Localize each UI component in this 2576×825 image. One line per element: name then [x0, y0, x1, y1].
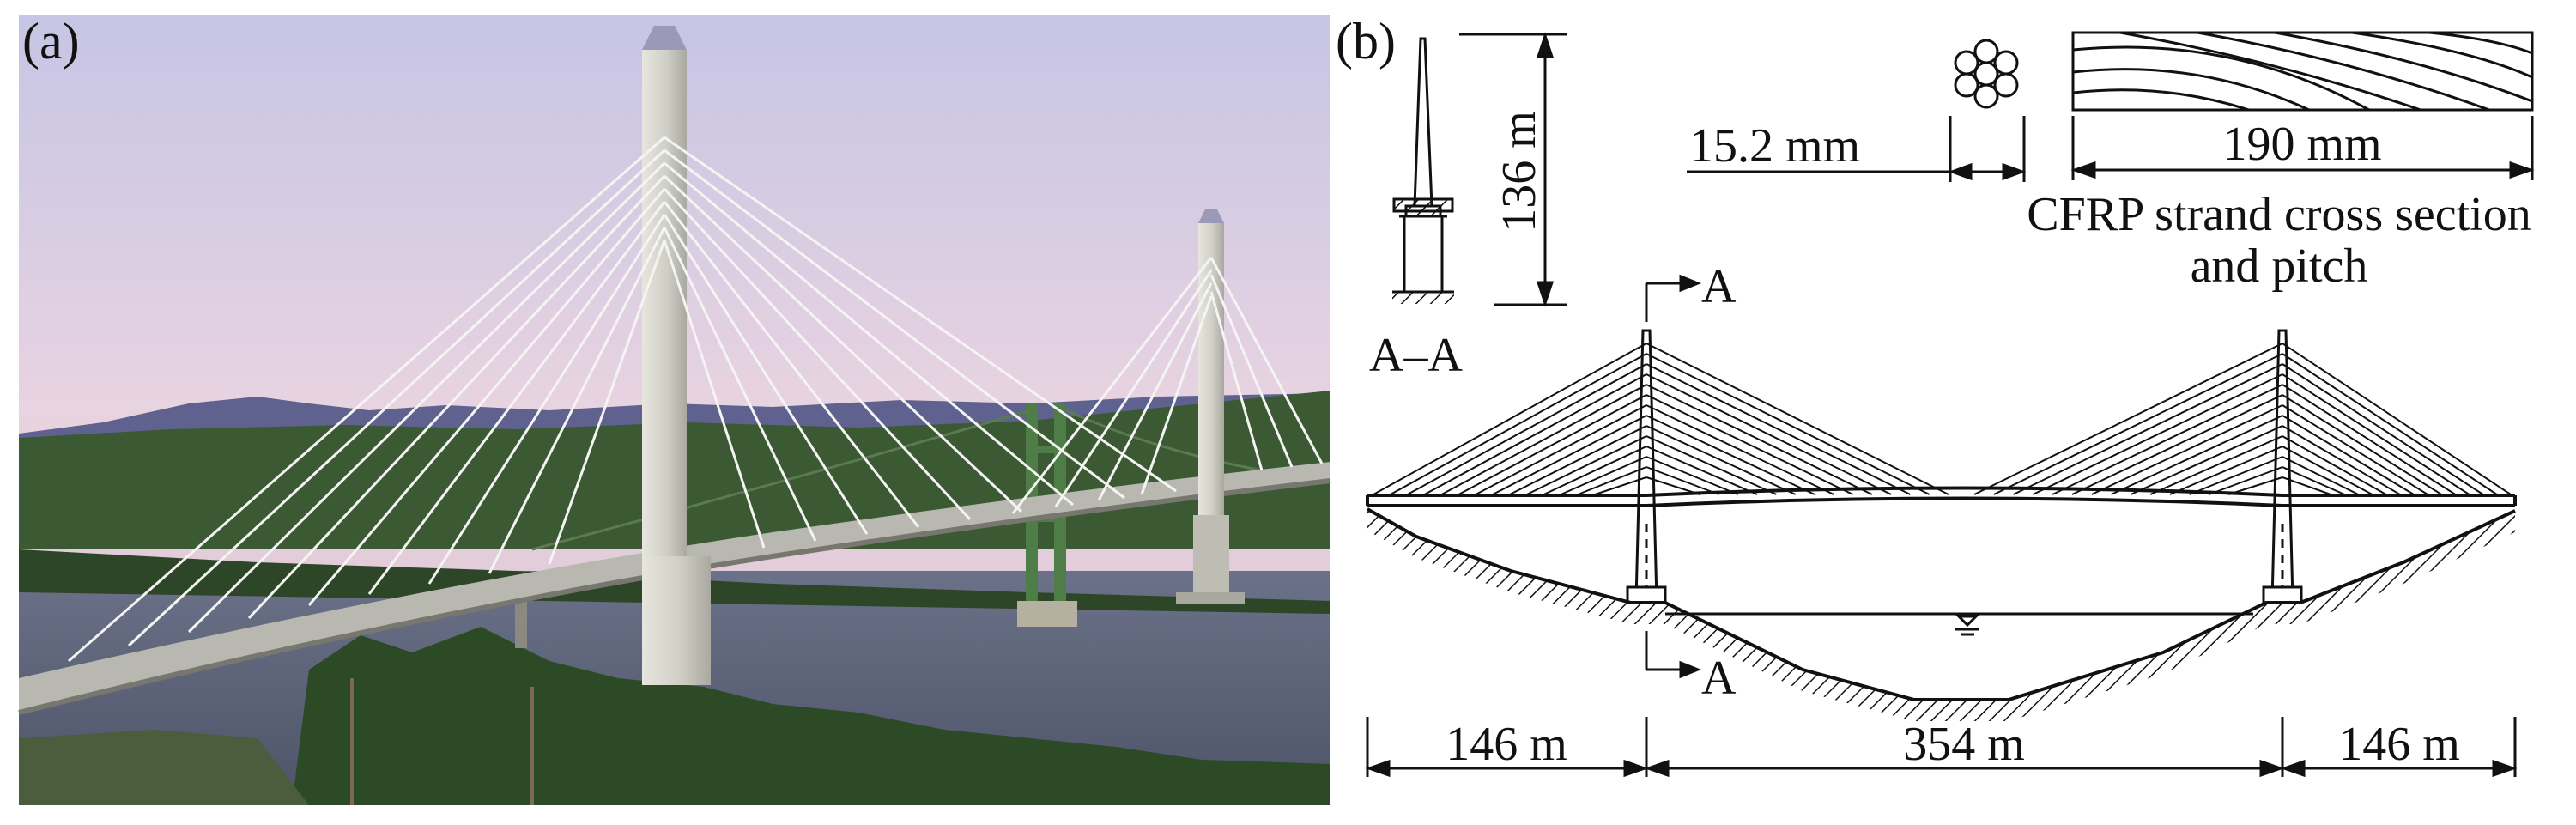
stay-cable-left — [1509, 425, 1647, 495]
stay-cable-right — [2282, 363, 2484, 495]
strand-cross-section — [1954, 39, 2019, 109]
stay-cable-left — [2189, 456, 2283, 495]
stay-cable-right — [2282, 456, 2359, 495]
photo-second-tower — [1176, 209, 1245, 604]
stay-cable-left — [2130, 425, 2283, 495]
stay-cable-right — [1646, 404, 1834, 495]
panel-a-photo — [18, 15, 1331, 805]
section-mark-bottom-label: A — [1701, 652, 1737, 705]
section-label: A–A — [1369, 329, 1463, 382]
stay-cable-right — [2282, 425, 2401, 495]
stay-cable-right — [2282, 476, 2331, 495]
stay-cable-left — [1424, 373, 1647, 495]
stay-cable-right — [2282, 446, 2373, 495]
stay-cable-left — [1492, 415, 1647, 495]
stay-cable-right — [2282, 415, 2415, 495]
stay-cable-right — [1646, 363, 1911, 495]
stay-cable-right — [2282, 353, 2498, 495]
stay-cable-right — [2282, 373, 2470, 495]
stay-cable-left — [2149, 435, 2283, 495]
stay-cable-left — [2071, 394, 2283, 495]
stay-cable-left — [1475, 404, 1647, 495]
stay-cable-left — [1594, 476, 1647, 495]
strand-caption-line2: and pitch — [2191, 240, 2368, 293]
stay-cable-left — [1526, 435, 1647, 495]
span-main-label: 354 m — [1903, 718, 2025, 771]
tower-height-dimension — [1459, 32, 1567, 307]
panel-b-label: (b) — [1336, 13, 1396, 70]
span-left-label: 146 m — [1446, 718, 1567, 771]
stay-cable-left — [1440, 384, 1647, 495]
stay-cable-right — [2282, 404, 2428, 495]
photo-road-bank — [19, 730, 309, 805]
stay-cable-left — [2091, 404, 2283, 495]
stay-cable-left — [1973, 343, 2283, 495]
stay-cable-left — [2209, 466, 2283, 495]
stay-cable-right — [1646, 343, 1949, 495]
stay-cable-right — [2282, 435, 2387, 495]
photo-foreground-forest — [292, 627, 1330, 805]
strand-diameter-dimension — [1687, 116, 2027, 182]
elevation-cables-right-tower — [1973, 343, 2512, 495]
photo-main-tower — [642, 26, 711, 685]
stay-cable-right — [2282, 466, 2345, 495]
tower-section-sketch — [1392, 37, 1454, 304]
section-mark-top-label: A — [1701, 260, 1737, 313]
photo-light-poles — [350, 678, 534, 805]
stay-cable-left — [2032, 373, 2283, 495]
stay-cable-left — [2013, 363, 2283, 495]
stay-cable-right — [2282, 384, 2456, 495]
stay-cable-right — [1646, 353, 1930, 495]
strand-pitch-label: 190 mm — [2222, 118, 2381, 171]
stay-cable-left — [1543, 446, 1647, 495]
stay-cable-right — [2282, 343, 2512, 495]
stay-cable-left — [2169, 446, 2283, 495]
span-dimension-line — [1365, 717, 2518, 778]
stay-cable-left — [1407, 363, 1647, 495]
elevation-cables-left-tower — [1373, 343, 1949, 495]
photo-stay-cables — [68, 136, 1324, 663]
strand-diameter-label: 15.2 mm — [1689, 119, 1860, 173]
stay-cable-left — [1561, 456, 1647, 495]
elevation-deck — [1366, 486, 2517, 507]
stay-cable-right — [1646, 435, 1777, 495]
stay-cable-right — [1646, 466, 1719, 495]
elevation-ground-profile — [1367, 507, 2516, 721]
stay-cable-left — [1390, 353, 1647, 495]
stay-cable-right — [1646, 394, 1854, 495]
tower-height-label: 136 m — [1493, 111, 1546, 233]
panel-a-label: (a) — [22, 13, 80, 70]
stay-cable-left — [1577, 466, 1647, 495]
stay-cable-right — [1646, 415, 1815, 495]
stay-cable-left — [2111, 415, 2283, 495]
stay-cable-left — [1458, 394, 1647, 495]
stay-cable-right — [1646, 446, 1758, 495]
span-right-label: 146 m — [2338, 718, 2460, 771]
water-level-symbol — [1955, 615, 1979, 636]
section-cut-mark-top — [1645, 274, 1702, 322]
stay-cable-right — [1646, 384, 1873, 495]
stay-cable-right — [1646, 476, 1700, 495]
stay-cable-right — [1646, 456, 1739, 495]
stay-cable-left — [1993, 353, 2283, 495]
stay-cable-right — [1646, 373, 1892, 495]
section-cut-mark-bottom — [1645, 631, 1702, 679]
stay-cable-left — [2052, 384, 2283, 495]
stay-cable-right — [1646, 425, 1797, 495]
stay-cable-left — [2227, 476, 2283, 495]
stay-cable-left — [1373, 343, 1647, 495]
strand-pitch-sketch — [2071, 31, 2534, 112]
strand-caption-line1: CFRP strand cross section — [2027, 188, 2531, 241]
stay-cable-right — [2282, 394, 2442, 495]
strand-pitch-dimension — [2070, 116, 2535, 180]
